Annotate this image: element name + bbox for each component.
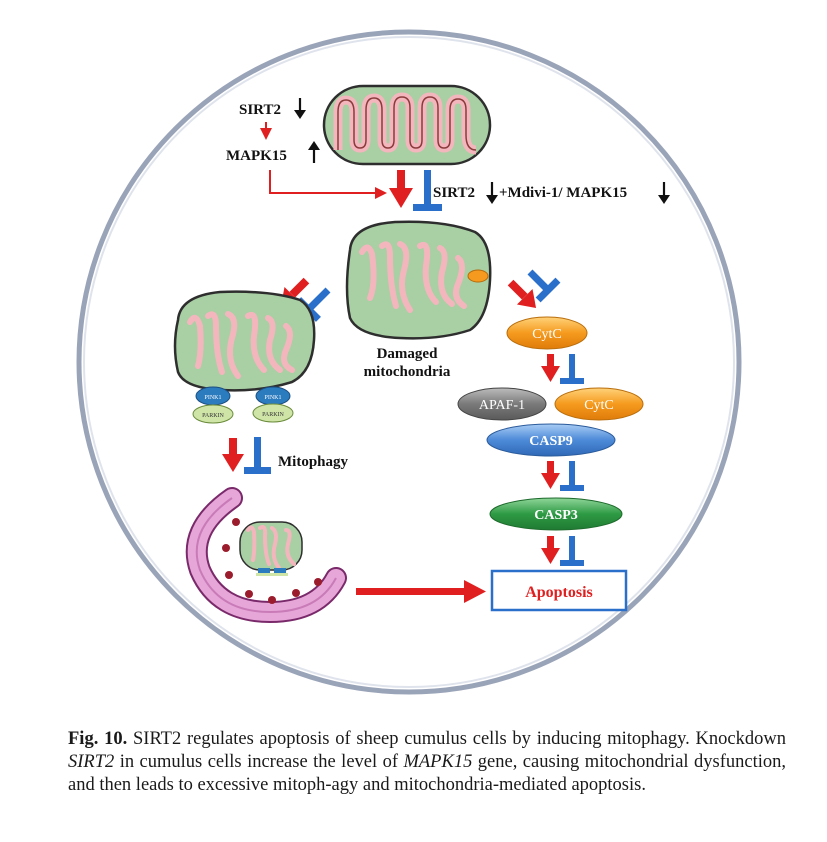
cytc-complex-node: CytC <box>554 387 644 421</box>
damaged-mitochondrion <box>345 220 492 340</box>
cytc-to-apaf-activation <box>541 354 560 382</box>
mitophagy-inhibition-bar <box>244 437 271 474</box>
figure-caption: Fig. 10. SIRT2 regulates apoptosis of sh… <box>68 729 786 795</box>
healthy-mitochondrion <box>322 84 492 166</box>
cell-membrane-inner <box>83 36 735 688</box>
svg-text:PINK1: PINK1 <box>204 395 221 401</box>
right-activation-arrow <box>507 279 537 309</box>
svg-text:PARKIN: PARKIN <box>202 413 224 419</box>
svg-text:Apoptosis: Apoptosis <box>525 584 593 601</box>
damaged-mitochondria-label-2: mitochondria <box>364 364 451 380</box>
casp3-node: CASP3 <box>489 497 623 531</box>
svg-text:CytC: CytC <box>584 398 614 413</box>
mapk15-to-damage-arrow <box>269 170 387 199</box>
casp9-to-casp3-activation <box>541 461 560 489</box>
phagophore <box>185 487 347 624</box>
damaged-mitochondria-label-1: Damaged <box>377 346 438 362</box>
casp3-to-apoptosis-inhibition <box>560 536 584 566</box>
treatment-sirt2-label: SIRT2 <box>433 185 475 201</box>
pink1-left: PINK1 <box>195 386 231 406</box>
svg-text:CASP3: CASP3 <box>534 508 578 523</box>
mitophagy-mitochondrion <box>173 290 316 392</box>
engulfed-mitochondrion <box>239 521 303 576</box>
apoptosis-box: Apoptosis <box>490 569 628 612</box>
mitophagy-label: Mitophagy <box>278 454 349 470</box>
cytc-node: CytC <box>506 316 588 350</box>
damage-activation-arrow <box>389 170 413 208</box>
svg-text:PARKIN: PARKIN <box>262 412 284 418</box>
phagophore-to-apoptosis-arrow <box>356 580 486 603</box>
cytc-to-apaf-inhibition <box>560 354 584 384</box>
treatment-mapk15-down-arrow-icon <box>658 182 670 204</box>
casp9-node: CASP9 <box>486 423 616 457</box>
parkin-left: PARKIN <box>192 404 234 424</box>
pink1-right: PINK1 <box>255 386 291 406</box>
down-arrow-icon <box>294 98 306 119</box>
up-arrow-icon <box>308 141 320 163</box>
casp3-to-apoptosis-activation <box>541 536 560 564</box>
sirt2-mitophagy-diagram: SIRT2 MAPK15 SIRT2 +Mdivi-1/ MAPK15 Dama… <box>76 29 742 695</box>
apaf1-node: APAF-1 <box>457 387 547 421</box>
svg-text:PINK1: PINK1 <box>264 395 281 401</box>
sirt2-label: SIRT2 <box>239 102 281 118</box>
figure-label: Fig. 10. <box>68 729 128 749</box>
parkin-right: PARKIN <box>252 403 294 423</box>
svg-text:CytC: CytC <box>532 327 562 342</box>
treatment-down-arrow-icon <box>486 182 498 204</box>
mapk15-label: MAPK15 <box>226 148 287 164</box>
svg-text:APAF-1: APAF-1 <box>479 398 525 413</box>
right-inhibition-bar <box>527 269 561 303</box>
mitophagy-activation-arrow <box>222 438 244 472</box>
treatment-label: +Mdivi-1/ MAPK15 <box>499 185 627 201</box>
casp9-to-casp3-inhibition <box>560 461 584 491</box>
svg-text:CASP9: CASP9 <box>529 434 573 449</box>
damage-inhibition-bar <box>413 170 442 211</box>
